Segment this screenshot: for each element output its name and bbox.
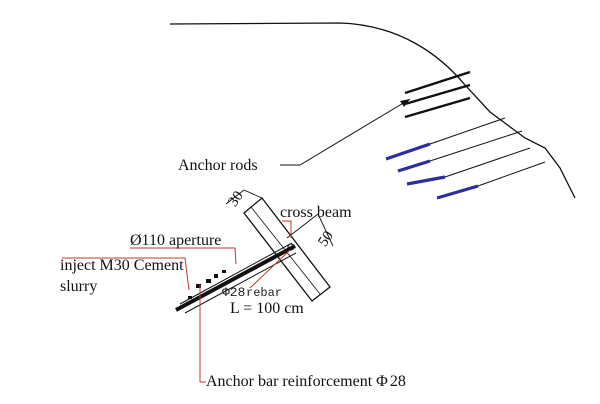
- length-label: L = 100 cm: [230, 300, 304, 317]
- dim-30-label: 30: [225, 188, 247, 209]
- dimension-lines: [225, 189, 334, 247]
- cross-beam-label: cross beam: [280, 204, 352, 221]
- inject-label-line1: inject M30 Cement: [60, 257, 184, 274]
- inject-label-line2: slurry: [60, 278, 97, 295]
- anchor-rods-leader: [280, 98, 411, 166]
- leader-lines: [62, 220, 292, 383]
- grout-marks: [188, 270, 226, 299]
- dim-50-label: 50: [315, 228, 337, 249]
- slope-profile: [169, 22, 576, 199]
- aperture-label: Ø110 aperture: [130, 232, 221, 249]
- rebar-symbol-label: Φ28: [222, 285, 245, 300]
- rebar-head: [287, 243, 295, 251]
- rebar-word-label: rebar: [246, 286, 282, 300]
- upper-anchor-rods: [404, 70, 471, 119]
- anchor-rods-label: Anchor rods: [178, 157, 258, 174]
- anchor-bar: [175, 242, 297, 314]
- lower-anchor-rods: [385, 117, 546, 200]
